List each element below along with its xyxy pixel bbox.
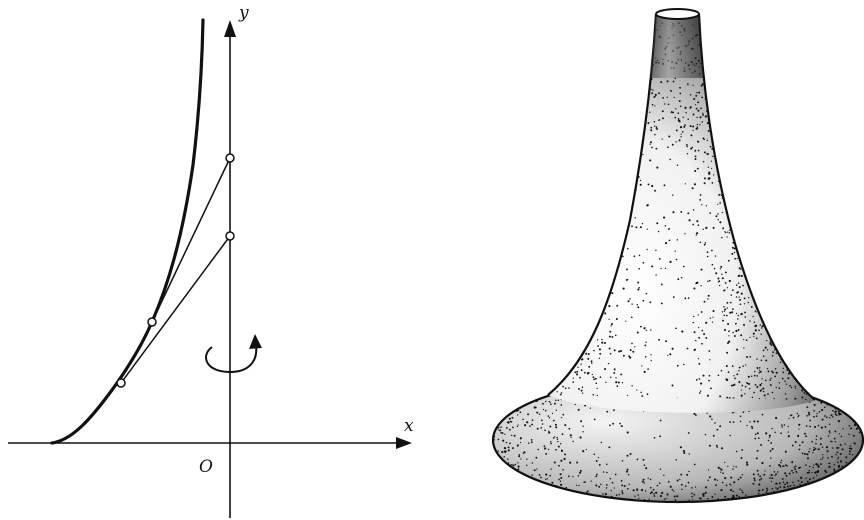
tangent-line-upper xyxy=(151,157,231,323)
pseudosphere-top-opening xyxy=(655,8,700,20)
tangent-point-axis-upper xyxy=(225,153,235,163)
y-axis-label: y xyxy=(238,3,249,23)
pseudosphere-body xyxy=(548,14,815,413)
pseudosphere-neck xyxy=(650,14,704,78)
rotation-arrow-icon xyxy=(205,334,262,374)
x-axis-label: x xyxy=(404,416,414,436)
coordinate-axes xyxy=(8,20,412,518)
y-axis-arrowhead xyxy=(224,20,236,37)
origin-label: O xyxy=(199,457,213,477)
tangent-line-lower xyxy=(120,235,231,384)
tangent-point-axis-lower xyxy=(225,231,235,241)
tractrix-diagram: x y O xyxy=(8,3,414,518)
pseudosphere-illustration xyxy=(491,8,864,504)
tangent-point-curve-upper xyxy=(147,317,157,327)
x-axis-arrowhead xyxy=(396,437,412,449)
tangent-point-curve-lower xyxy=(116,378,126,388)
tractrix-curve xyxy=(50,18,205,445)
